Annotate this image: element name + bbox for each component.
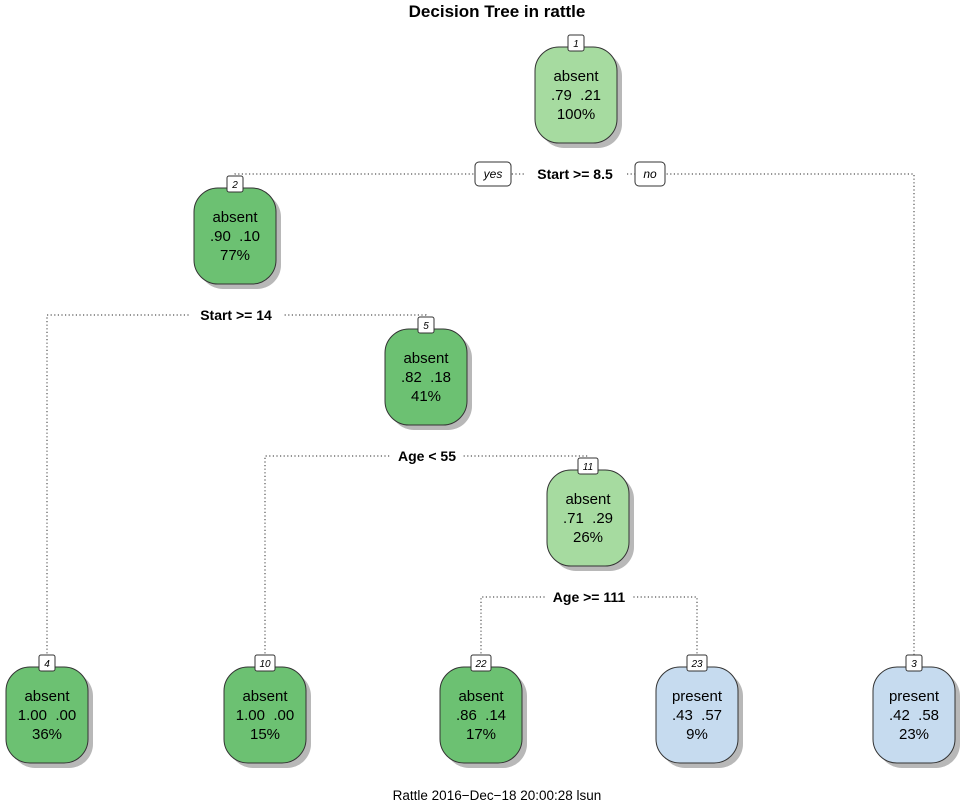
edge-2 <box>46 314 427 657</box>
node-probs: .90 .10 <box>210 228 260 245</box>
tree-node-23: present .43 .57 9% 23 <box>655 654 743 768</box>
node-probs: 1.00 .00 <box>236 707 294 724</box>
split-label-2: Start >= 14 <box>200 307 272 323</box>
node-probs: 1.00 .00 <box>18 707 76 724</box>
node-probs: .42 .58 <box>889 707 939 724</box>
node-pct: 17% <box>466 726 496 743</box>
node-class: absent <box>565 491 611 508</box>
tree-node-22: absent .86 .14 17% 22 <box>439 654 527 768</box>
tree-node-11: absent .71 .29 26% 11 <box>546 457 634 571</box>
node-probs: .79 .21 <box>551 87 601 104</box>
node-id-label: 5 <box>417 316 435 334</box>
node-class: absent <box>553 68 599 85</box>
branch-label-text: no <box>643 167 657 181</box>
node-id-text: 23 <box>690 659 703 670</box>
node-probs: .86 .14 <box>456 707 506 724</box>
node-class: absent <box>212 209 258 226</box>
node-pct: 9% <box>686 726 708 743</box>
node-probs: .82 .18 <box>401 369 451 386</box>
node-class: present <box>889 688 940 705</box>
node-id-text: 22 <box>474 659 487 670</box>
node-pct: 41% <box>411 388 441 405</box>
tree-edges <box>46 173 915 657</box>
node-pct: 26% <box>573 529 603 546</box>
node-pct: 23% <box>899 726 929 743</box>
split-label-1: Start >= 8.5 <box>537 166 613 182</box>
node-id-label: 1 <box>567 34 585 52</box>
node-pct: 36% <box>32 726 62 743</box>
split-label-11: Age >= 111 <box>553 589 626 605</box>
node-pct: 100% <box>557 106 595 123</box>
node-probs: .71 .29 <box>563 510 613 527</box>
split-label-bg <box>546 587 632 607</box>
tree-nodes: absent .79 .21 100% 1 absent .90 .10 77% 2 prese… <box>5 34 960 768</box>
branch-label-text: yes <box>483 167 503 181</box>
split-label-5: Age < 55 <box>398 448 456 464</box>
tree-node-1: absent .79 .21 100% 1 <box>534 34 622 148</box>
tree-node-10: absent 1.00 .00 15% 10 <box>223 654 311 768</box>
split-label-bg <box>524 164 626 184</box>
node-id-label: 23 <box>686 654 708 672</box>
split-label-bg <box>391 446 463 466</box>
node-id-text: 11 <box>583 462 593 473</box>
node-id-label: 11 <box>577 457 599 475</box>
node-id-text: 1 <box>573 39 579 50</box>
node-id-text: 3 <box>911 659 917 670</box>
diagram-title: Decision Tree in rattle <box>409 2 586 21</box>
node-class: absent <box>403 350 449 367</box>
node-class: absent <box>24 688 70 705</box>
node-id-text: 4 <box>44 659 50 670</box>
node-id-label: 2 <box>226 175 244 193</box>
tree-node-4: absent 1.00 .00 36% 4 <box>5 654 93 768</box>
tree-node-3: present .42 .58 23% 3 <box>872 654 960 768</box>
edge-5 <box>264 455 589 657</box>
node-id-text: 2 <box>231 180 238 191</box>
node-class: absent <box>458 688 504 705</box>
node-probs: .43 .57 <box>672 707 722 724</box>
node-id-text: 5 <box>423 321 429 332</box>
tree-node-2: absent .90 .10 77% 2 <box>193 175 281 289</box>
node-class: present <box>672 688 723 705</box>
branch-label-no: no <box>634 161 666 187</box>
node-class: absent <box>242 688 288 705</box>
edge-11 <box>480 596 698 657</box>
edge-1 <box>234 173 915 657</box>
node-id-text: 10 <box>259 659 271 670</box>
node-id-label: 22 <box>470 654 492 672</box>
branch-label-yes: yes <box>474 161 512 187</box>
node-pct: 15% <box>250 726 280 743</box>
diagram-footer: Rattle 2016−Dec−18 20:00:28 lsun <box>393 788 602 803</box>
split-label-bg <box>189 305 283 325</box>
node-id-label: 3 <box>905 654 923 672</box>
node-id-label: 10 <box>254 654 276 672</box>
node-id-label: 4 <box>38 654 56 672</box>
node-pct: 77% <box>220 247 250 264</box>
tree-node-5: absent .82 .18 41% 5 <box>384 316 472 430</box>
